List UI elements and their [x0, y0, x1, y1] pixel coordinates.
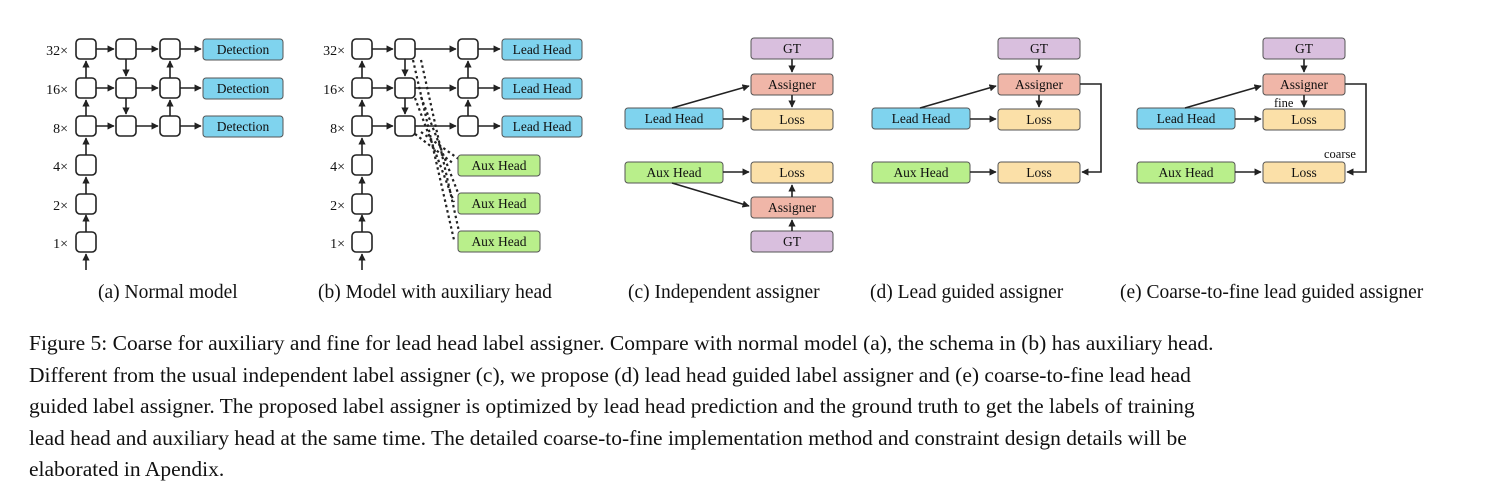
backbone-node-4x [75, 154, 97, 176]
scale-label-4x: 4× [330, 160, 345, 175]
loss-label: Loss [1291, 165, 1317, 180]
scale-label-4x: 4× [53, 160, 68, 175]
subcaption-a: (a) Normal model [98, 282, 238, 303]
detection-label: Detection [217, 119, 270, 134]
gt-label: GT [783, 41, 802, 56]
figure-caption: Figure 5: Coarse for auxiliary and fine … [29, 328, 1449, 486]
subcaption-d: (d) Lead guided assigner [870, 282, 1064, 303]
panel-a-normal-model: 32× 16× 8× 4× 2× 1× [46, 38, 284, 270]
subcaption-c: (c) Independent assigner [628, 282, 820, 303]
backbone-node-16x [75, 77, 97, 99]
scale-label-2x: 2× [53, 199, 68, 214]
loss-label: Loss [779, 165, 805, 180]
lead-head-label: Lead Head [513, 81, 572, 96]
aux-head-label: Aux Head [893, 165, 948, 180]
loss-label: Loss [1291, 112, 1317, 127]
scale-label-32x: 32× [46, 44, 68, 59]
backbone-node-32x [75, 38, 97, 60]
scale-label-8x: 8× [330, 122, 345, 137]
fine-edge-label: fine [1274, 96, 1294, 110]
backbone-node-2x [75, 193, 97, 215]
scale-label-2x: 2× [330, 199, 345, 214]
assigner-label: Assigner [1280, 77, 1328, 92]
loss-label: Loss [1026, 112, 1052, 127]
backbone-node-1x [75, 231, 97, 253]
scale-label-16x: 16× [323, 83, 345, 98]
gt-label: GT [783, 234, 802, 249]
detection-label: Detection [217, 42, 270, 57]
lead-head-label: Lead Head [892, 111, 951, 126]
scale-label-1x: 1× [330, 237, 345, 252]
aux-head-label: Aux Head [471, 196, 526, 211]
detection-label: Detection [217, 81, 270, 96]
figure-diagram: 32× 16× 8× 4× 2× 1× [46, 37, 1424, 303]
caption-line: elaborated in Apendix. [29, 457, 225, 481]
panel-d-lead-guided-assigner: GT Assigner Loss Lead Head Aux Head Loss [871, 37, 1102, 184]
assigner-label: Assigner [768, 77, 816, 92]
caption-line: Different from the usual independent lab… [29, 362, 1191, 387]
lead-head-label: Lead Head [513, 42, 572, 57]
loss-label: Loss [779, 112, 805, 127]
detection-head-16x [202, 77, 284, 100]
lead-head-label: Lead Head [1157, 111, 1216, 126]
aux-head-label: Aux Head [1158, 165, 1213, 180]
gt-label: GT [1295, 41, 1314, 56]
gt-label: GT [1030, 41, 1049, 56]
aux-head-label: Aux Head [471, 158, 526, 173]
aux-head-label: Aux Head [471, 234, 526, 249]
subcaption-b: (b) Model with auxiliary head [318, 282, 552, 303]
assigner-label: Assigner [1015, 77, 1063, 92]
caption-line: guided label assigner. The proposed labe… [29, 394, 1195, 418]
scale-label-1x: 1× [53, 237, 68, 252]
scale-label-8x: 8× [53, 122, 68, 137]
caption-line: Figure 5: Coarse for auxiliary and fine … [29, 331, 1214, 355]
panel-e-coarse-to-fine-assigner: GT Assigner Loss Lead Head Aux Head Loss… [1136, 37, 1367, 184]
detection-head-8x [202, 115, 284, 138]
aux-head-label: Aux Head [646, 165, 701, 180]
panel-b-model-with-aux-head: 32× 16× 8× 4× 2× 1× [323, 38, 583, 270]
coarse-edge-label: coarse [1324, 147, 1356, 161]
assigner-label: Assigner [768, 200, 816, 215]
caption-line: lead head and auxiliary head at the same… [29, 425, 1187, 450]
scale-label-32x: 32× [323, 44, 345, 59]
backbone-node-8x [75, 115, 97, 137]
lead-head-label: Lead Head [513, 119, 572, 134]
detection-head-32x [202, 38, 284, 61]
scale-label-16x: 16× [46, 83, 68, 98]
lead-head-label: Lead Head [645, 111, 704, 126]
panel-c-independent-assigner: GT Assigner Loss Lead Head Aux Head Loss… [624, 37, 834, 253]
subcaption-e: (e) Coarse-to-fine lead guided assigner [1120, 282, 1424, 303]
loss-label: Loss [1026, 165, 1052, 180]
